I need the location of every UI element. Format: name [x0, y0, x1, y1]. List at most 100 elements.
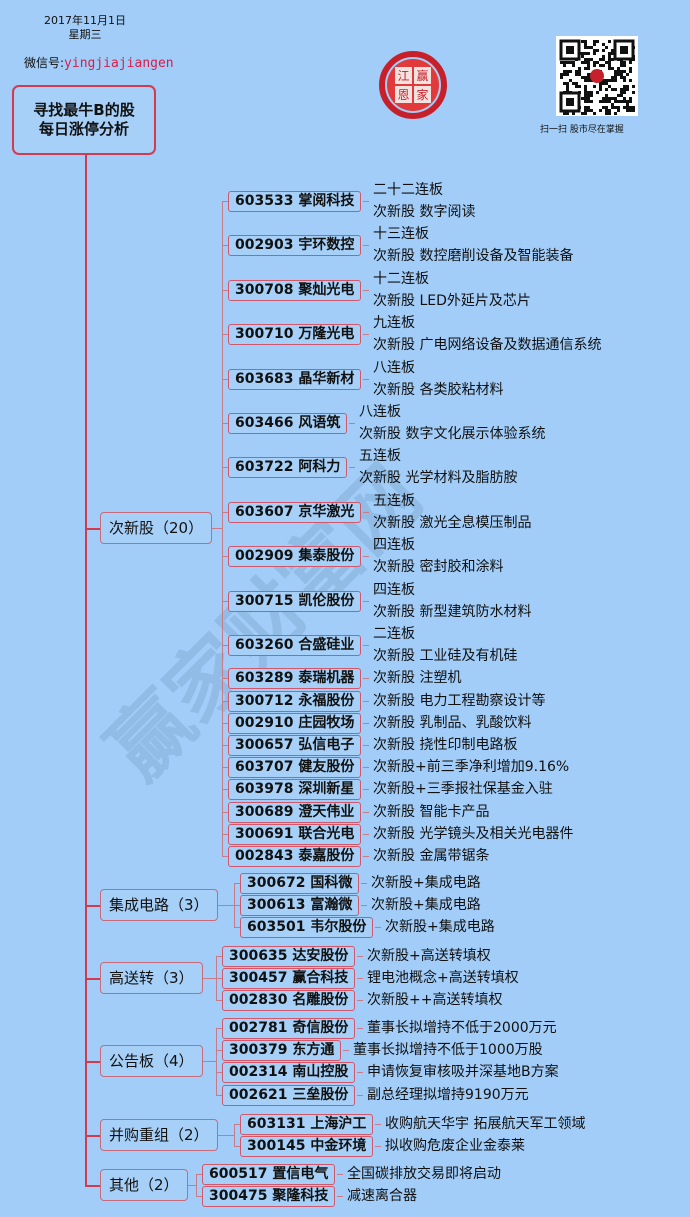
stock-node[interactable]: 603289 泰瑞机器: [228, 668, 362, 690]
detail-connector: [349, 467, 355, 468]
stock-connector: [222, 745, 228, 746]
weekday: 星期三: [68, 28, 102, 41]
stock-node[interactable]: 300708 聚灿光电: [228, 279, 362, 301]
detail-connector: [363, 812, 369, 813]
stock-node[interactable]: 603260 合盛硅业: [228, 635, 362, 656]
root-title-line1: 寻找最牛B的股: [33, 101, 135, 119]
stock-detail: 次新股 数字阅读: [373, 204, 476, 220]
stock-detail: 八连板: [359, 404, 401, 420]
svg-text:江: 江: [397, 69, 409, 83]
stock-node[interactable]: 300379 东方通: [222, 1040, 342, 1062]
detail-connector: [363, 789, 369, 790]
stock-node[interactable]: 002903 宇环数控: [228, 235, 362, 257]
category-node[interactable]: 并购重组（2）: [100, 1119, 218, 1151]
stock-detail: 次新股 光学材料及脂肪胺: [359, 470, 518, 487]
stock-node[interactable]: 300457 赢合科技: [222, 968, 356, 990]
svg-text:家: 家: [416, 87, 428, 102]
stock-node[interactable]: 603607 京华激光: [228, 501, 362, 523]
stock-detail: 次新股 挠性印制电路板: [373, 737, 518, 753]
stock-connector: [222, 245, 228, 247]
stock-bracket: [234, 883, 241, 928]
stock-bracket: [222, 201, 229, 856]
stock-node[interactable]: 300672 国科微: [240, 873, 360, 894]
category-connector: [86, 1135, 100, 1137]
stock-node[interactable]: 300710 万隆光电: [228, 324, 362, 346]
stock-node[interactable]: 300691 联合光电: [228, 823, 362, 845]
stock-node[interactable]: 603683 晶华新材: [228, 368, 362, 390]
stock-connector: [216, 1050, 222, 1052]
detail-connector: [357, 1028, 363, 1029]
stock-detail: 九连板: [373, 315, 415, 332]
stock-connector: [234, 905, 240, 907]
category-connector: [86, 1061, 100, 1063]
stock-node[interactable]: 002909 集泰股份: [228, 546, 362, 568]
stock-connector: [222, 700, 228, 702]
stock-detail: 次新股+集成电路: [371, 875, 481, 891]
stock-node[interactable]: 002621 三垒股份: [222, 1084, 356, 1106]
stock-node[interactable]: 300657 弘信电子: [228, 735, 362, 756]
stock-connector: [216, 1028, 222, 1029]
stock-bracket: [216, 956, 223, 1001]
svg-text:赢: 赢: [416, 68, 428, 83]
stock-detail: 次新股 数控磨削设备及智能装备: [373, 248, 574, 265]
svg-text:恩: 恩: [397, 88, 409, 102]
stock-node[interactable]: 300712 永福股份: [228, 690, 362, 712]
stock-node[interactable]: 300145 中金环境: [240, 1136, 374, 1158]
stock-node[interactable]: 002314 南山控股: [222, 1062, 356, 1084]
stock-connector: [216, 1094, 222, 1096]
detail-connector: [363, 245, 369, 246]
stock-node[interactable]: 300613 富瀚微: [240, 895, 360, 917]
detail-connector: [361, 905, 367, 906]
stock-detail: 二连板: [373, 626, 415, 642]
stock-connector: [222, 678, 228, 680]
stock-node[interactable]: 002781 奇信股份: [222, 1018, 356, 1039]
detail-connector: [357, 1095, 363, 1096]
stock-node[interactable]: 603501 韦尔股份: [240, 917, 374, 939]
stock-detail: 次新股+三季报社保基金入驻: [373, 781, 553, 798]
detail-connector: [363, 379, 369, 380]
detail-connector: [343, 1050, 349, 1051]
category-node[interactable]: 次新股（20）: [100, 512, 213, 544]
stock-node[interactable]: 002830 名雕股份: [222, 990, 356, 1012]
stock-connector: [222, 833, 228, 835]
stock-bracket: [234, 1124, 241, 1147]
stock-node[interactable]: 002910 庄园牧场: [228, 712, 362, 734]
stock-detail: 十二连板: [373, 270, 429, 287]
stock-node[interactable]: 600517 置信电气: [202, 1164, 336, 1185]
stock-connector: [234, 1124, 240, 1125]
category-connector: [86, 978, 100, 980]
stock-connector: [222, 789, 228, 791]
category-node[interactable]: 公告板（4）: [100, 1045, 203, 1077]
stock-node[interactable]: 603466 风语筑: [228, 413, 348, 434]
detail-connector: [337, 1196, 343, 1197]
stock-node[interactable]: 603533 掌阅科技: [228, 191, 362, 212]
stock-connector: [222, 600, 228, 602]
stock-node[interactable]: 002843 泰嘉股份: [228, 846, 362, 867]
detail-connector: [363, 645, 369, 646]
stock-connector: [222, 201, 228, 202]
stock-node[interactable]: 300475 聚隆科技: [202, 1186, 336, 1208]
stock-detail: 次新股 金属带锯条: [373, 848, 490, 864]
stock-node[interactable]: 300635 达安股份: [222, 946, 356, 967]
detail-connector: [349, 423, 355, 424]
stock-node[interactable]: 603707 健友股份: [228, 757, 362, 779]
stock-node[interactable]: 603722 阿科力: [228, 457, 348, 479]
stock-node[interactable]: 300689 澄天伟业: [228, 801, 362, 823]
stock-detail: 董事长拟增持不低于1000万股: [353, 1042, 543, 1059]
category-node[interactable]: 其他（2）: [100, 1169, 188, 1201]
stock-node[interactable]: 603978 深圳新星: [228, 779, 362, 801]
stock-detail: 次新股 新型建筑防水材料: [373, 603, 532, 620]
detail-connector: [375, 1146, 381, 1147]
stock-node[interactable]: 603131 上海沪工: [240, 1114, 374, 1135]
category-node[interactable]: 集成电路（3）: [100, 889, 218, 921]
stock-detail: 次新股 广电网络设备及数据通信系统: [373, 337, 602, 354]
category-node[interactable]: 高送转（3）: [100, 962, 203, 994]
stock-connector: [196, 1174, 202, 1175]
stock-detail: 次新股+前三季净利增加9.16%: [373, 759, 570, 776]
category-stock-connector: [212, 528, 222, 529]
stock-detail: 次新股+集成电路: [371, 897, 481, 914]
date-block: 2017年11月1日 星期三: [30, 14, 140, 42]
detail-connector: [375, 1124, 381, 1125]
stock-bracket: [216, 1028, 223, 1095]
stock-node[interactable]: 300715 凯伦股份: [228, 590, 362, 612]
